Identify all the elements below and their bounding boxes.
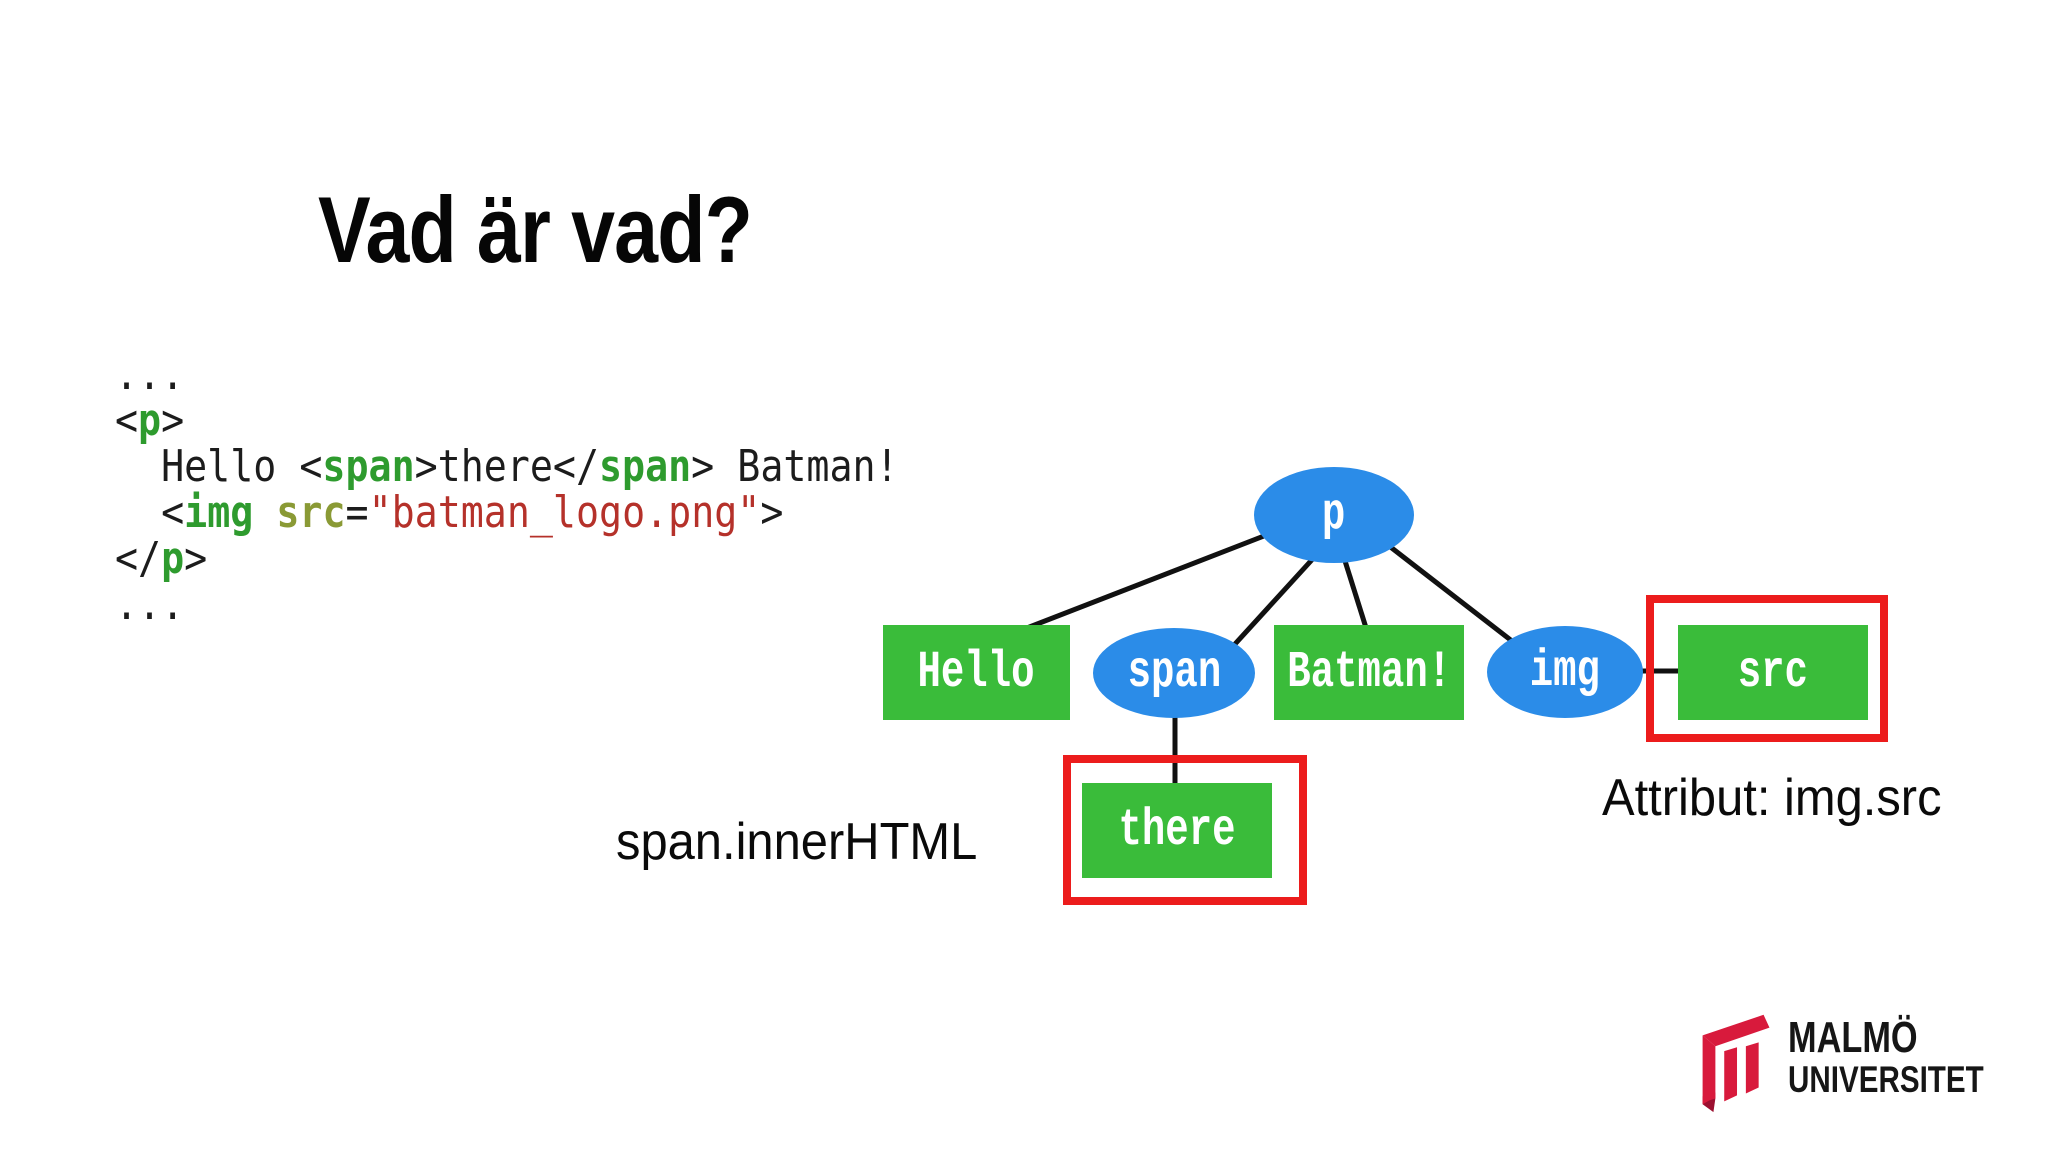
code-token-tag: p xyxy=(161,533,185,584)
code-token-plain: > Batman! xyxy=(691,441,899,492)
tree-node-src: src xyxy=(1678,625,1868,720)
code-token-attr: src xyxy=(276,487,346,538)
code-token-plain: >there</ xyxy=(414,441,599,492)
logo-text: MALMÖ UNIVERSITET xyxy=(1788,1016,2033,1099)
code-token-plain: < xyxy=(299,441,323,492)
code-token-plain: ... xyxy=(115,579,185,630)
code-line: ... xyxy=(115,582,899,628)
code-line: ... xyxy=(115,352,899,398)
logo-text-malmo: MALMÖ xyxy=(1788,1013,1918,1062)
code-token-plain: > xyxy=(184,533,208,584)
tree-node-label-there: there xyxy=(1118,800,1236,860)
page-title: Vad är vad? xyxy=(318,177,753,282)
code-line: <p> xyxy=(115,398,899,444)
tree-node-p: p xyxy=(1254,467,1414,563)
code-token-plain: > xyxy=(161,395,185,446)
tree-node-span: span xyxy=(1093,628,1255,718)
tree-node-label-batman: Batman! xyxy=(1287,642,1451,702)
tree-node-there: there xyxy=(1082,783,1272,878)
tree-edge-p-img xyxy=(1373,533,1532,657)
code-token-plain: = xyxy=(345,487,369,538)
logo-text-universitet: UNIVERSITET xyxy=(1788,1059,1984,1100)
code-token-tag: span xyxy=(598,441,692,492)
highlight-box-there xyxy=(1063,755,1307,905)
code-token-plain: < xyxy=(161,487,185,538)
code-token-plain: ... xyxy=(115,349,185,400)
tree-node-label-hello: Hello xyxy=(917,642,1036,702)
tree-edge-p-hello xyxy=(982,519,1301,648)
label-attribut-img-src: Attribut: img.src xyxy=(1602,769,1942,827)
code-token-tag: span xyxy=(322,441,415,492)
label-span-innerhtml: span.innerHTML xyxy=(616,813,978,871)
malmo-logo-icon xyxy=(1702,1014,1770,1113)
malmo-university-logo: MALMÖ UNIVERSITET xyxy=(1688,1002,2018,1122)
tree-node-batman: Batman! xyxy=(1274,625,1464,720)
code-token-plain: < xyxy=(115,395,139,446)
code-token-plain: </ xyxy=(115,533,162,584)
code-block: ...<p> Hello <span>there</span> Batman! … xyxy=(115,352,899,628)
tree-node-hello: Hello xyxy=(883,625,1070,720)
tree-node-label-p: p xyxy=(1322,485,1346,544)
highlight-box-src xyxy=(1646,595,1888,742)
code-line: </p> xyxy=(115,536,899,582)
code-line: <img src="batman_logo.png"> xyxy=(115,490,899,536)
code-token-plain: Hello xyxy=(115,441,300,492)
code-token-tag: img xyxy=(184,487,254,538)
code-token-tag: p xyxy=(138,395,162,446)
tree-node-img: img xyxy=(1487,626,1643,718)
tree-node-label-img: img xyxy=(1529,642,1601,701)
tree-node-label-span: span xyxy=(1127,643,1221,702)
code-token-plain: > xyxy=(760,487,784,538)
tree-node-label-src: src xyxy=(1737,642,1809,702)
code-line: Hello <span>there</span> Batman! xyxy=(115,444,899,490)
code-token-string: "batman_logo.png" xyxy=(368,487,761,538)
